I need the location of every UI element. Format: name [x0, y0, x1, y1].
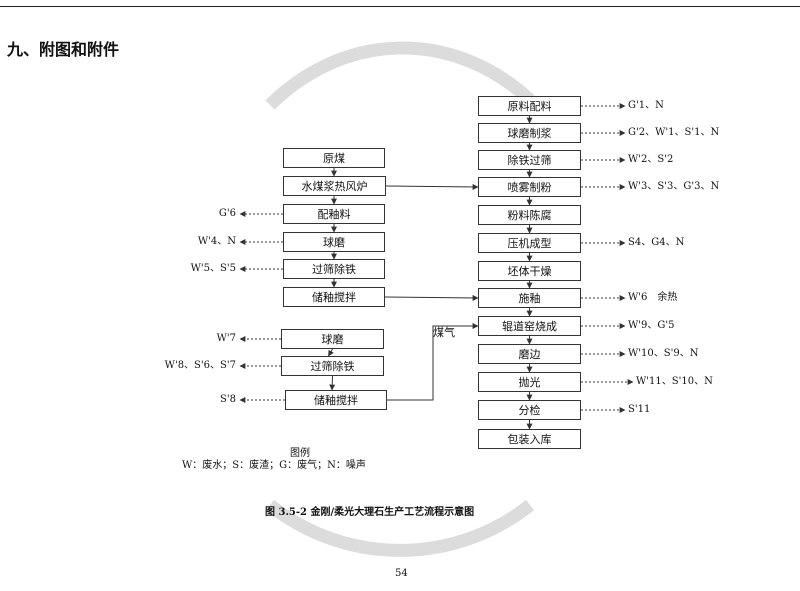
process-box-m5: 粉料陈腐 [478, 205, 581, 225]
process-box-m9: 辊道窑烧成 [478, 316, 581, 336]
output-label-g5: W'5、S'5 [190, 263, 236, 274]
output-label-m12: S'11 [628, 404, 651, 415]
process-box-g3: 配釉料 [283, 204, 385, 224]
output-label-s2: W'8、S'6、S'7 [164, 360, 236, 371]
page-number: 54 [395, 568, 408, 579]
coal-gas-arrow [387, 323, 479, 401]
output-label-g3: G'6 [218, 208, 236, 219]
process-box-g6: 储釉搅拌 [283, 287, 385, 307]
output-label-m3: W'2、S'2 [628, 154, 674, 165]
process-box-m13: 包装入库 [478, 429, 581, 449]
output-label-m1: G'1、N [628, 100, 664, 111]
process-box-s1: 球磨 [281, 329, 384, 349]
output-label-m9: W'9、G'5 [628, 320, 675, 331]
hot-air-arrow [385, 183, 479, 190]
process-box-m6: 压机成型 [478, 233, 581, 253]
section-title: 九、附图和附件 [7, 40, 120, 59]
output-label-m4: W'3、S'3、G'3、N [628, 181, 720, 192]
output-label-m11: W'11、S'10、N [636, 376, 713, 387]
second-flow-arrow [329, 375, 336, 391]
legend-text: W：废水；S：废渣；G：废气；N：噪声 [182, 460, 366, 471]
process-box-m1: 原料配料 [478, 96, 581, 116]
top-arc [265, 41, 535, 110]
process-box-m11: 抛光 [478, 372, 581, 392]
process-box-g4: 球磨 [283, 232, 385, 252]
process-box-m8: 施釉 [478, 288, 581, 308]
output-label-m2: G'2、W'1、S'1、N [628, 127, 720, 138]
glaze-supply-arrow [384, 294, 479, 301]
process-box-g5: 过筛除铁 [283, 259, 385, 279]
output-label-m6: S4、G4、N [628, 237, 685, 248]
process-box-m7: 坯体干燥 [478, 261, 581, 281]
process-box-m2: 球磨制浆 [478, 123, 581, 143]
process-box-m12: 分检 [478, 400, 581, 420]
process-box-g2: 水煤浆热风炉 [283, 176, 386, 196]
coal-gas-label: 煤气 [433, 326, 455, 339]
process-box-s3: 储釉搅拌 [285, 390, 387, 410]
legend-title: 图例 [290, 448, 310, 459]
output-label-s1: W'7 [216, 333, 236, 344]
second-flow-arrow [328, 348, 334, 357]
output-label-s3: S'8 [220, 394, 236, 405]
process-box-m3: 除铁过筛 [478, 150, 581, 170]
bottom-arc [265, 499, 535, 557]
output-label-m10: W'10、S'9、N [628, 348, 699, 359]
output-label-m8: W'6 余热 [628, 292, 678, 303]
output-label-g4: W'4、N [197, 236, 236, 247]
process-box-g1: 原煤 [283, 148, 385, 168]
process-box-m10: 磨边 [478, 344, 581, 364]
process-box-s2: 过筛除铁 [281, 356, 384, 376]
top-rule [0, 6, 800, 7]
process-box-m4: 喷雾制粉 [478, 177, 581, 197]
figure-caption: 图 3.5-2 金刚/柔光大理石生产工艺流程示意图 [265, 507, 475, 518]
